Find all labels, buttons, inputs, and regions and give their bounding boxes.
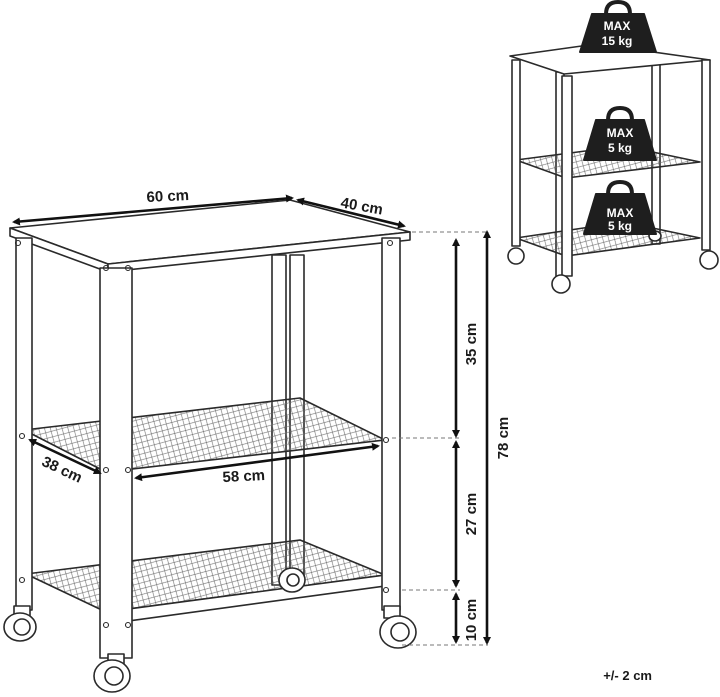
shelf-width-arrow — [134, 442, 380, 482]
width-label: 60 cm — [146, 187, 189, 206]
weight-middle-icon: MAX 5 kg — [583, 105, 657, 161]
weight-top-line1: MAX — [604, 19, 631, 33]
weight-bottom-icon: MAX 5 kg — [583, 179, 657, 235]
weight-bottom-line1: MAX — [607, 206, 634, 220]
top-gap-label: 35 cm — [463, 323, 480, 366]
tolerance-label: +/- 2 cm — [603, 668, 652, 683]
front-leg-right — [381, 237, 401, 611]
casters — [3, 567, 417, 693]
total-height-label: 78 cm — [495, 417, 512, 460]
weight-bottom-line2: 5 kg — [608, 219, 632, 233]
inset-front-leg-center — [561, 75, 573, 277]
dimension-lines — [12, 194, 491, 646]
inset-caster — [551, 274, 571, 294]
front-leg-center — [99, 267, 133, 659]
middle-gap-label: 27 cm — [463, 493, 480, 536]
shelf-depth-arrow — [28, 438, 102, 475]
middle-shelf — [23, 397, 386, 473]
load-capacity-inset — [507, 43, 719, 294]
front-leg-left — [15, 237, 33, 611]
width-arrow — [12, 194, 294, 226]
inset-front-leg-right — [701, 59, 711, 251]
shelf-width-label: 58 cm — [222, 467, 265, 486]
bolts — [14, 239, 394, 629]
weight-top-icon: MAX 15 kg — [579, 0, 657, 53]
bottom-gap-label: 10 cm — [463, 599, 480, 642]
inset-caster — [507, 247, 525, 265]
main-cart-drawing — [3, 199, 417, 693]
weight-top-line2: 15 kg — [602, 34, 633, 48]
inset-front-leg-left — [511, 59, 521, 247]
inset-caster — [699, 250, 719, 270]
weight-middle-line1: MAX — [607, 126, 634, 140]
depth-arrow — [296, 197, 406, 229]
weight-middle-line2: 5 kg — [608, 141, 632, 155]
guide-lines — [392, 231, 488, 646]
